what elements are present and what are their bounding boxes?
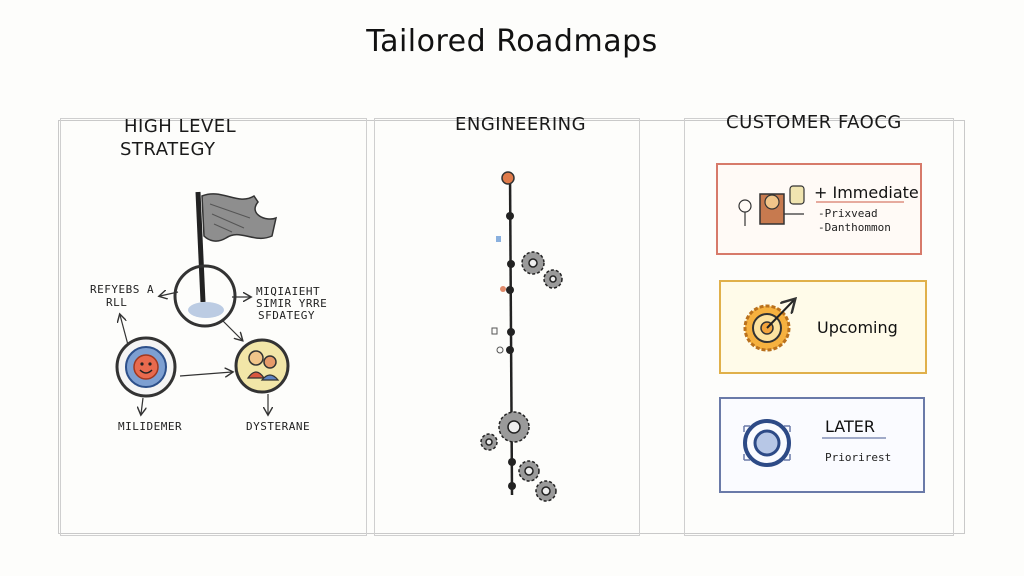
flag-icon (198, 192, 276, 302)
ring-icon (744, 421, 790, 465)
engineering-timeline (492, 172, 516, 495)
people-icon (236, 340, 288, 392)
person-icon (739, 186, 804, 226)
smiley-icon (117, 338, 175, 396)
gear-icon (481, 252, 562, 501)
target-icon (745, 300, 794, 350)
